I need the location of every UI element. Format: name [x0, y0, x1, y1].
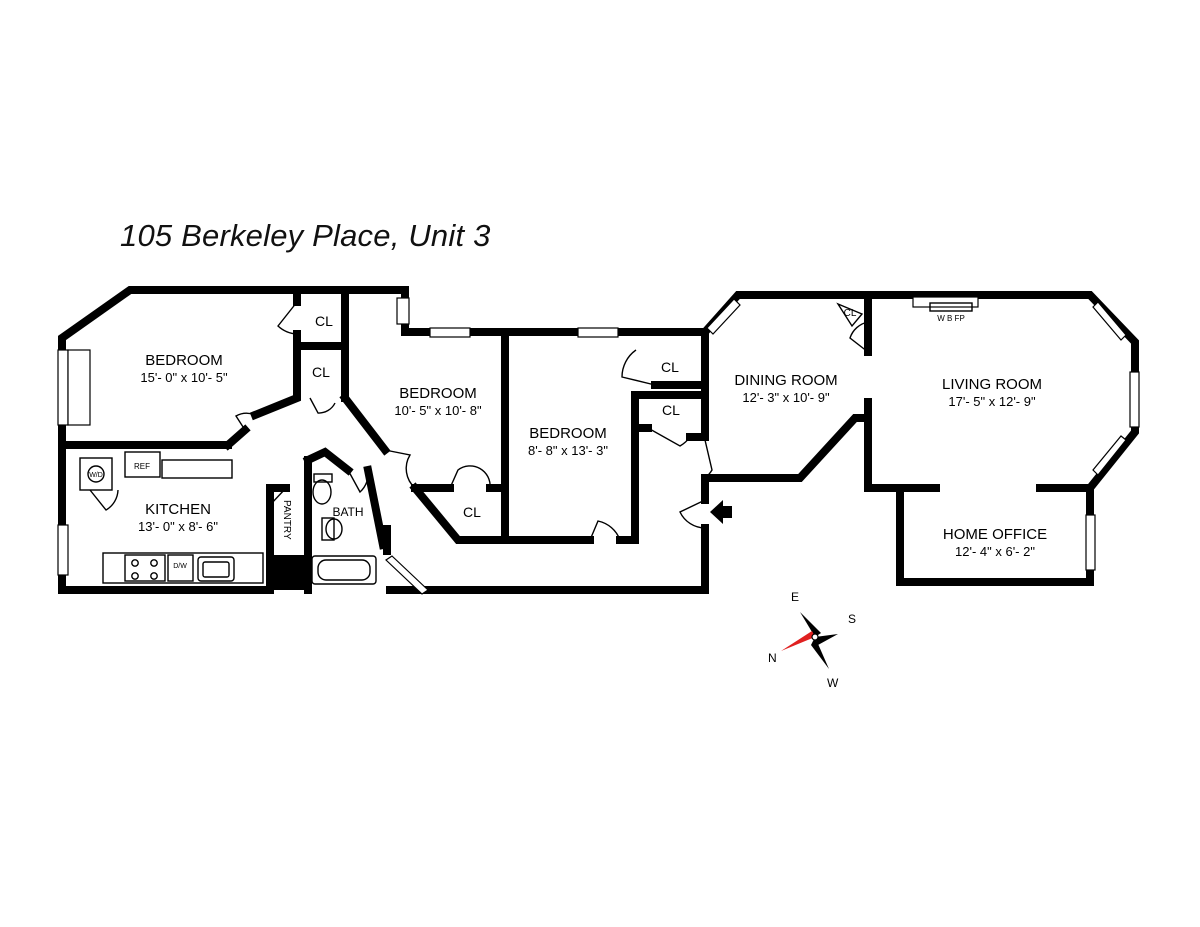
- dishwasher-label: D/W: [173, 563, 187, 570]
- compass-east: E: [791, 590, 799, 604]
- closet-label: CL: [662, 402, 680, 418]
- entry-arrow: [710, 500, 732, 524]
- plan-title: 105 Berkeley Place, Unit 3: [120, 218, 491, 253]
- compass-south: S: [848, 612, 856, 626]
- room-dims-bedroom-1: 15'- 0" x 10'- 5": [140, 370, 228, 385]
- closet-label: CL: [844, 308, 857, 319]
- fixtures: [79, 302, 973, 590]
- room-dims-dining-room: 12'- 3" x 10'- 9": [742, 390, 830, 405]
- bath-label: BATH: [332, 505, 363, 519]
- compass-west: W: [827, 676, 839, 690]
- room-label-living-room: LIVING ROOM: [942, 376, 1042, 393]
- windows: [57, 296, 1140, 595]
- room-dims-bedroom-3: 8'- 8" x 13'- 3": [528, 443, 608, 458]
- room-dims-home-office: 12'- 4" x 6'- 2": [955, 544, 1035, 559]
- washer-dryer-label: W/D: [89, 472, 103, 479]
- room-label-kitchen: KITCHEN: [145, 501, 211, 518]
- room-dims-living-room: 17'- 5" x 12'- 9": [948, 394, 1036, 409]
- compass-icon: E S N W: [768, 590, 856, 690]
- closet-label: CL: [315, 313, 333, 329]
- room-label-home-office: HOME OFFICE: [943, 526, 1047, 543]
- pantry-label: PANTRY: [281, 500, 292, 540]
- room-dims-kitchen: 13'- 0" x 8'- 6": [138, 519, 218, 534]
- closet-label: CL: [312, 364, 330, 380]
- room-dims-bedroom-2: 10'- 5" x 10'- 8": [394, 403, 482, 418]
- room-label-bedroom-3: BEDROOM: [529, 425, 607, 442]
- room-label-bedroom-1: BEDROOM: [145, 352, 223, 369]
- room-label-bedroom-2: BEDROOM: [399, 385, 477, 402]
- ref-label: REF: [134, 462, 150, 471]
- closet-label: CL: [661, 359, 679, 375]
- fireplace-label: W B FP: [937, 314, 965, 323]
- doors: [89, 301, 869, 541]
- interior-walls: [58, 286, 1094, 594]
- room-label-dining-room: DINING ROOM: [734, 372, 837, 389]
- closet-label: CL: [463, 504, 481, 520]
- compass-north: N: [768, 651, 777, 665]
